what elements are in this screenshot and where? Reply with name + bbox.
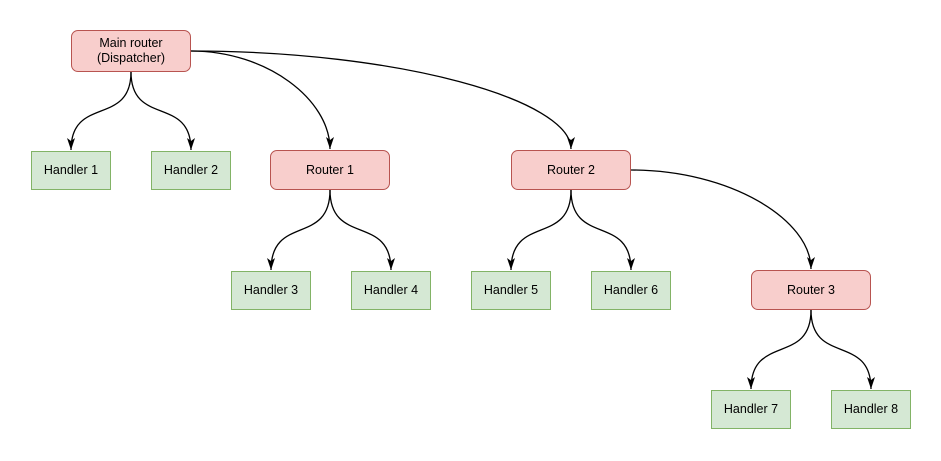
- node-label-main-router: Main router (Dispatcher): [96, 36, 166, 65]
- node-router-2: Router 2: [511, 150, 631, 190]
- node-handler-3: Handler 3: [231, 271, 311, 310]
- edge-main-router-to-router-2: [190, 50, 575, 150]
- node-handler-6: Handler 6: [591, 271, 671, 310]
- edge-main-router-to-router-1: [190, 50, 334, 150]
- node-handler-7: Handler 7: [711, 390, 791, 429]
- node-label-handler-6: Handler 6: [603, 283, 659, 297]
- node-label-router-1: Router 1: [306, 162, 354, 177]
- node-label-handler-1: Handler 1: [43, 163, 99, 177]
- edge-router-2-to-router-3: [630, 169, 815, 270]
- edge-router-3-to-handler-8: [810, 309, 875, 390]
- node-router-3: Router 3: [751, 270, 871, 310]
- node-label-handler-8: Handler 8: [843, 402, 899, 416]
- node-label-handler-2: Handler 2: [163, 163, 219, 177]
- node-handler-4: Handler 4: [351, 271, 431, 310]
- edge-router-2-to-handler-5: [507, 189, 572, 271]
- node-handler-2: Handler 2: [151, 151, 231, 190]
- edge-main-router-to-handler-1: [67, 71, 132, 151]
- edge-router-3-to-handler-7: [747, 309, 812, 390]
- node-label-handler-5: Handler 5: [483, 283, 539, 297]
- node-main-router: Main router (Dispatcher): [71, 30, 191, 72]
- node-label-handler-7: Handler 7: [723, 402, 779, 416]
- edge-router-2-to-handler-6: [570, 189, 635, 271]
- node-handler-8: Handler 8: [831, 390, 911, 429]
- node-label-handler-4: Handler 4: [363, 283, 419, 297]
- node-handler-5: Handler 5: [471, 271, 551, 310]
- node-label-router-3: Router 3: [787, 282, 835, 297]
- node-label-handler-3: Handler 3: [243, 283, 299, 297]
- edge-router-1-to-handler-4: [329, 189, 395, 271]
- node-label-router-2: Router 2: [547, 162, 595, 177]
- node-handler-1: Handler 1: [31, 151, 111, 190]
- node-router-1: Router 1: [270, 150, 390, 190]
- edge-router-1-to-handler-3: [267, 189, 331, 271]
- edge-main-router-to-handler-2: [130, 71, 195, 151]
